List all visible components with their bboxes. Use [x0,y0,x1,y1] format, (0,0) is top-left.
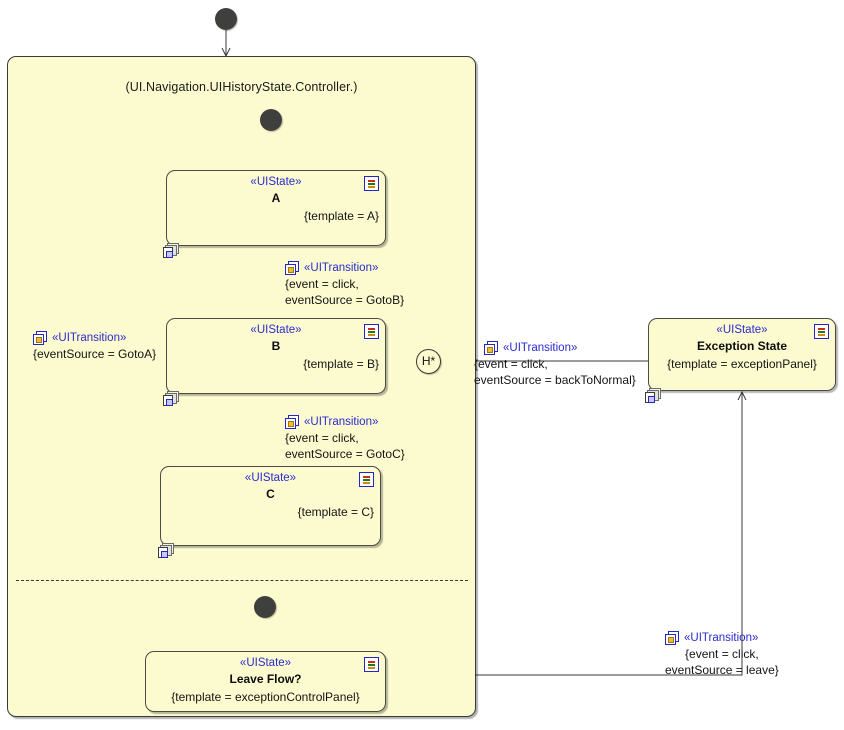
transition-c-to-a-label[interactable]: «UITransition» {eventSource = GotoA} [33,330,156,362]
artifact-icon[interactable] [158,543,175,559]
state-b[interactable]: «UIState» B {template = B} [166,318,386,394]
transition-icon [33,331,48,345]
transition-b-to-c-line2: eventSource = GotoC} [285,447,405,461]
initial-pseudostate-region-1[interactable] [260,109,282,131]
initial-pseudostate-outer[interactable] [215,8,237,30]
state-exception-name: Exception State [696,339,788,353]
state-a-template: {template = A} [303,209,379,223]
state-exception-stereotype: «UIState» [716,324,768,336]
transition-b-to-c-line1: {event = click, [285,431,359,445]
transition-leaveflow-to-exception-line2: eventSource = leave} [665,663,779,677]
transition-icon [484,341,499,355]
transition-exception-to-history-line1: {event = click, [474,357,548,371]
state-b-template: {template = B} [303,357,379,371]
state-c-name: C [266,487,275,501]
transition-icon [285,261,300,275]
artifact-icon[interactable] [163,243,180,259]
state-leave-flow[interactable]: «UIState» Leave Flow? {template = except… [145,651,386,712]
document-icon[interactable] [359,472,374,487]
state-a-stereotype: «UIState» [250,176,302,188]
transition-a-to-b-line1: {event = click, [285,277,359,291]
transition-icon [665,631,680,645]
transition-icon [285,415,300,429]
composite-state-title: (UI.Navigation.UIHistoryState.Controller… [125,80,358,94]
transition-c-to-a-stereotype: «UITransition» [52,332,127,344]
transition-a-to-b-line2: eventSource = GotoB} [285,293,405,307]
artifact-icon[interactable] [163,391,180,407]
state-b-stereotype: «UIState» [250,324,302,336]
state-b-name: B [271,339,281,353]
transition-a-to-b-label[interactable]: «UITransition» {event = click, eventSour… [285,260,404,308]
deep-history-pseudostate[interactable]: H* [416,349,441,374]
state-exception-template: {template = exceptionPanel} [667,357,817,371]
state-leave-flow-name: Leave Flow? [229,672,302,686]
transition-b-to-c-label[interactable]: «UITransition» {event = click, eventSour… [285,414,405,462]
transition-b-to-c-stereotype: «UITransition» [304,416,379,428]
transition-exception-to-history-stereotype: «UITransition» [503,342,578,354]
transition-c-to-a-line1: {eventSource = GotoA} [33,347,157,361]
document-icon[interactable] [364,176,379,191]
state-a[interactable]: «UIState» A {template = A} [166,170,386,246]
state-c-template: {template = C} [297,505,374,519]
document-icon[interactable] [814,324,829,339]
transition-exception-to-history-line2: eventSource = backToNormal} [474,373,636,387]
transition-leaveflow-to-exception-line1: {event = click, [685,647,759,661]
state-a-name: A [271,191,281,205]
transition-leaveflow-to-exception-label[interactable]: «UITransition» {event = click, eventSour… [665,630,779,678]
transition-a-to-b-stereotype: «UITransition» [304,262,379,274]
transition-leaveflow-to-exception-stereotype: «UITransition» [684,632,759,644]
document-icon[interactable] [364,657,379,672]
artifact-icon[interactable] [645,388,662,404]
state-c-stereotype: «UIState» [244,472,297,484]
state-leave-flow-template: {template = exceptionControlPanel} [171,690,360,704]
state-c[interactable]: «UIState» C {template = C} [160,466,381,546]
transition-exception-to-history-label[interactable]: «UITransition» {event = click, eventSour… [474,340,636,388]
initial-pseudostate-region-2[interactable] [254,596,276,618]
region-divider [16,580,468,581]
state-leave-flow-stereotype: «UIState» [239,657,292,669]
document-icon[interactable] [364,324,379,339]
state-exception[interactable]: «UIState» Exception State {template = ex… [648,318,836,391]
